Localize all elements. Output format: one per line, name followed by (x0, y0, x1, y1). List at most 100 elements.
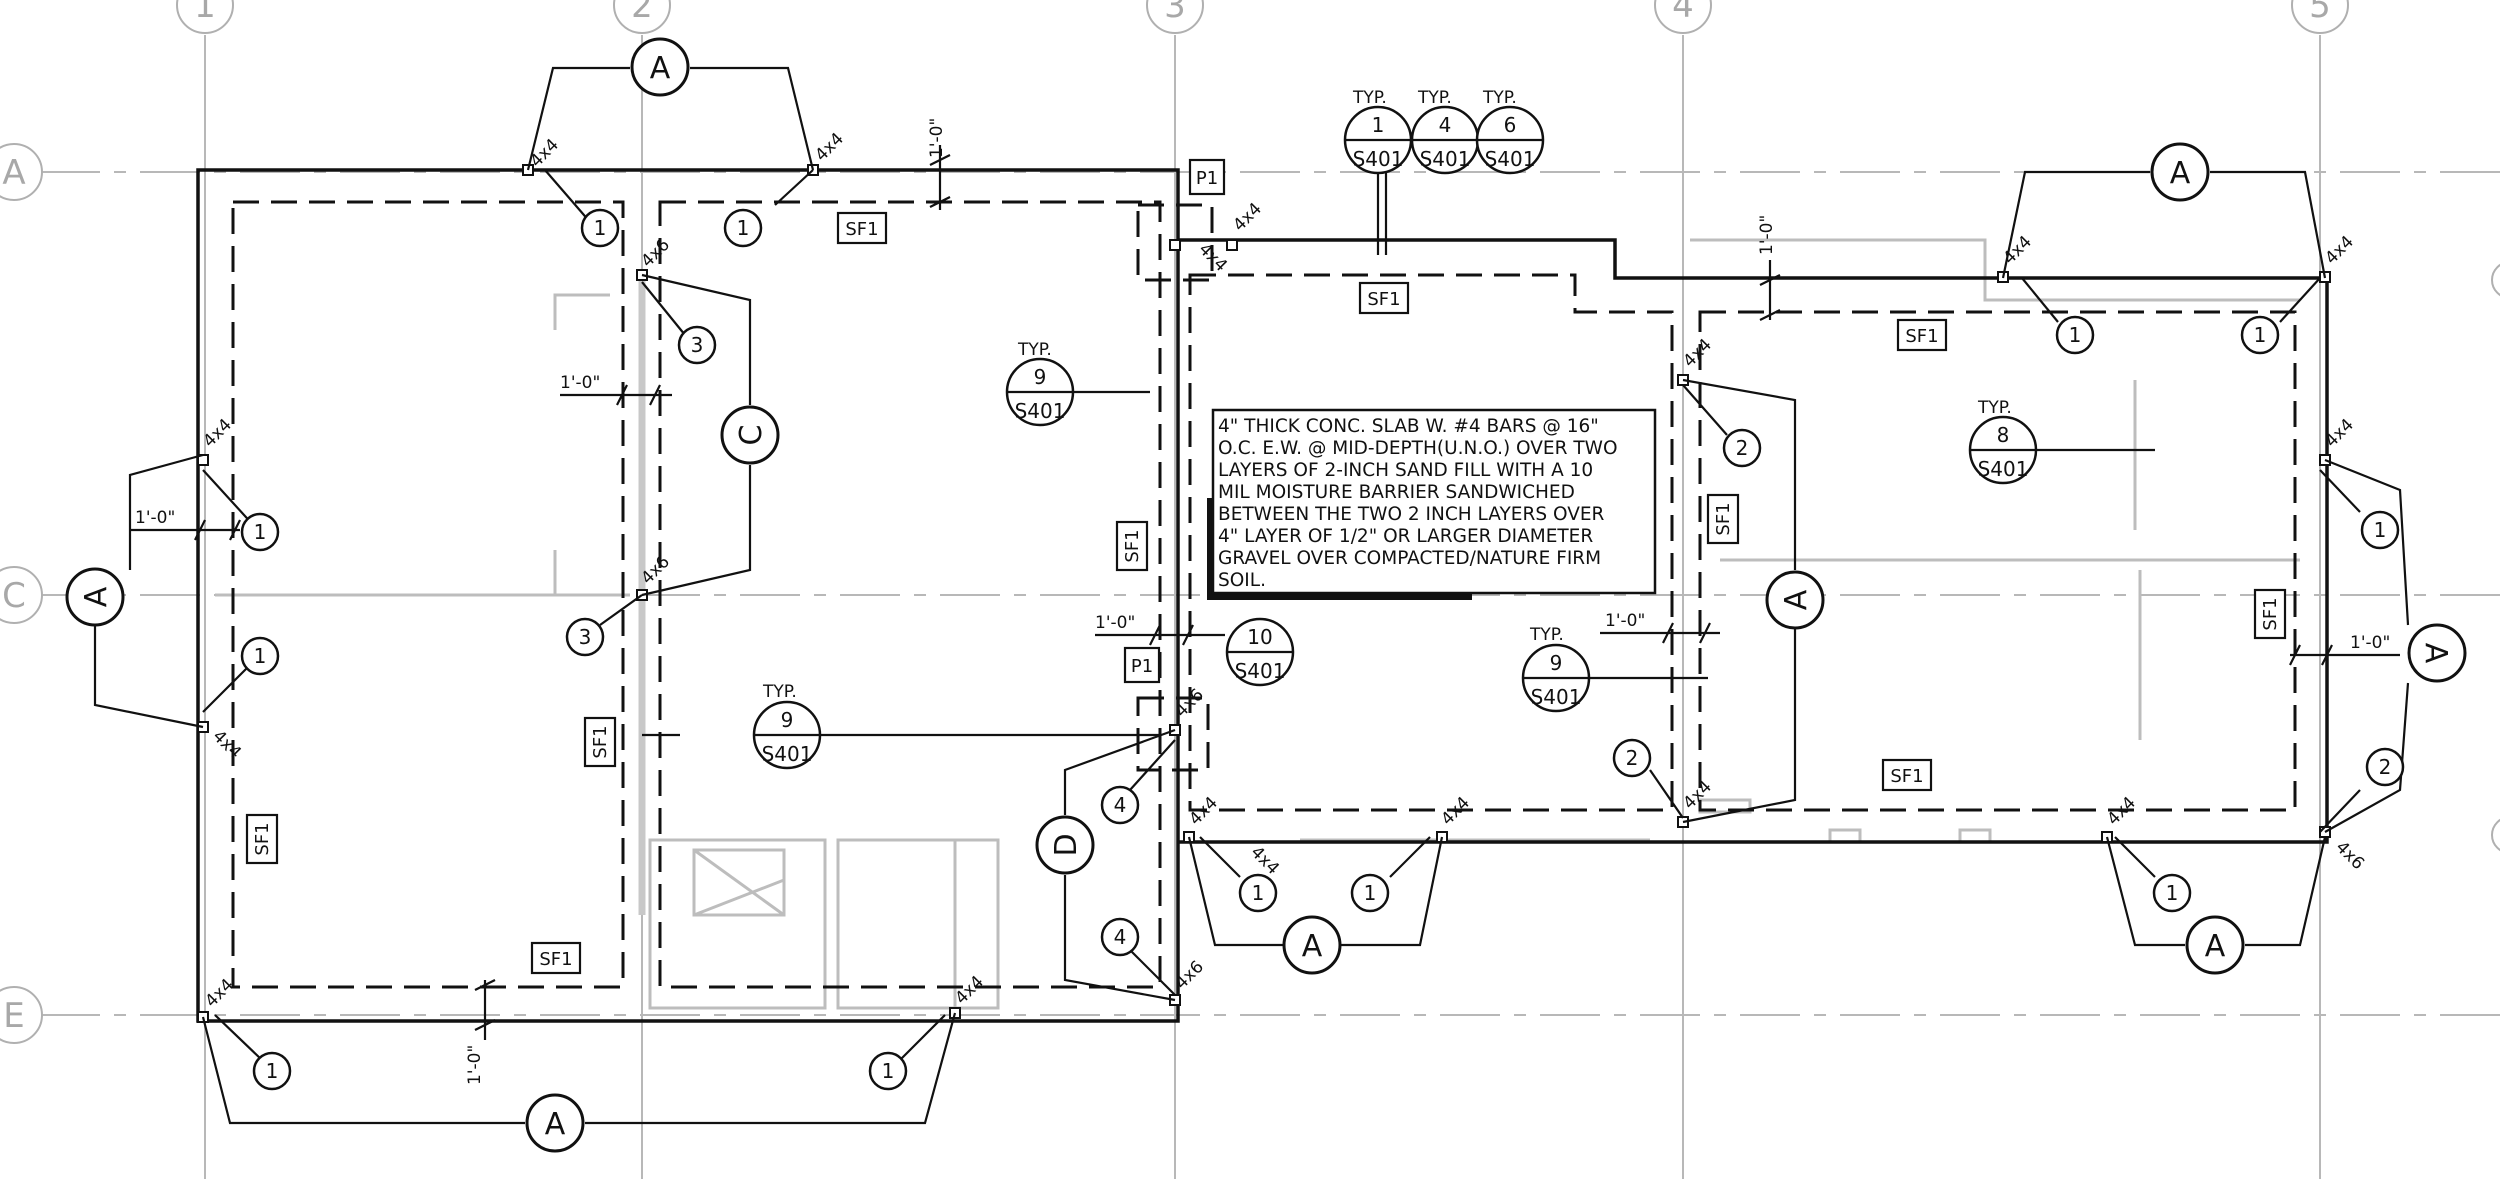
grid-bubble-right-partial (2491, 263, 2500, 852)
svg-text:4x4: 4x4 (2321, 232, 2358, 269)
grid-bubble-col-4: 4 (1654, 0, 1712, 34)
svg-text:SF1: SF1 (590, 725, 611, 758)
grid-bubble-row-a: A (0, 143, 43, 201)
detail-callout: 1 (2360, 510, 2400, 550)
svg-text:3: 3 (579, 625, 592, 649)
svg-text:1: 1 (882, 1059, 895, 1083)
svg-text:TYP.: TYP. (1977, 398, 2012, 418)
svg-text:S401: S401 (1235, 659, 1286, 683)
footing-lines (231, 200, 2297, 989)
svg-text:A: A (2205, 929, 2226, 964)
svg-text:BETWEEN THE TWO 2 INCH LAYERS: BETWEEN THE TWO 2 INCH LAYERS OVER (1218, 504, 1605, 525)
pier-tags: P1 P1 (1123, 158, 1226, 684)
svg-text:SF1: SF1 (252, 822, 273, 855)
svg-text:1: 1 (594, 216, 607, 240)
svg-text:4x6: 4x6 (2331, 837, 2368, 874)
leader-lines (93, 66, 2410, 1125)
svg-text:4x4: 4x4 (811, 129, 848, 166)
sf1-tag: SF1 (1115, 520, 1149, 572)
sf1-tag: SF1 (1881, 758, 1933, 792)
section-markers: A A A A A A A A C D (65, 37, 2467, 1153)
sf1-tag: SF1 (530, 941, 582, 975)
grid-bubble-row-e: E (0, 986, 43, 1044)
svg-text:SF1: SF1 (539, 949, 572, 970)
svg-text:1'-0": 1'-0" (135, 508, 175, 528)
detail-callout: 1 (1350, 873, 1390, 913)
svg-text:S401: S401 (1531, 685, 1582, 709)
section-marker: A (1765, 570, 1825, 630)
svg-text:S401: S401 (1420, 147, 1471, 171)
svg-text:S401: S401 (1485, 147, 1536, 171)
svg-text:SF1: SF1 (1367, 289, 1400, 310)
svg-text:A: A (2, 153, 25, 193)
detail-reference-top: TYP. 1 S401 TYP. 4 S401 TYP. 6 S401 (1343, 88, 1545, 175)
svg-text:9: 9 (1550, 651, 1563, 675)
grid-lines (40, 35, 2500, 1179)
svg-text:1: 1 (2069, 323, 2082, 347)
detail-reference-9-left: TYP. 9 S401 (1005, 340, 1075, 427)
detail-callout: 2 (2365, 747, 2405, 787)
svg-text:D: D (1049, 833, 1084, 856)
svg-text:MIL MOISTURE BARRIER SANDWICHE: MIL MOISTURE BARRIER SANDWICHED (1218, 482, 1575, 503)
svg-text:SOIL.: SOIL. (1218, 570, 1266, 591)
section-marker: A (65, 567, 125, 627)
svg-text:4x4: 4x4 (1194, 239, 1231, 276)
svg-text:4x4: 4x4 (1246, 842, 1283, 879)
svg-text:A: A (2170, 156, 2191, 191)
svg-text:1: 1 (194, 0, 216, 26)
svg-text:SF1: SF1 (1122, 529, 1143, 562)
svg-text:P1: P1 (1196, 168, 1218, 189)
grid-bubble-col-3: 3 (1146, 0, 1204, 34)
section-marker: A (1282, 915, 1342, 975)
section-marker: A (2185, 915, 2245, 975)
svg-text:1: 1 (2254, 323, 2267, 347)
slab-note: 4" THICK CONC. SLAB W. #4 BARS @ 16" O.C… (1211, 408, 1657, 595)
svg-text:4: 4 (1672, 0, 1694, 26)
svg-text:S401: S401 (1978, 457, 2029, 481)
grid-bubble-row-c: C (0, 566, 43, 624)
building-outline (196, 168, 2329, 1023)
svg-text:GRAVEL OVER COMPACTED/NATURE F: GRAVEL OVER COMPACTED/NATURE FIRM (1218, 548, 1601, 569)
detail-callout: 2 (1722, 428, 1762, 468)
svg-text:1: 1 (1364, 881, 1377, 905)
detail-reference-9-lower-left: TYP. 9 S401 (752, 682, 822, 770)
svg-text:1: 1 (1372, 113, 1385, 137)
detail-callout: 4 (1100, 917, 1140, 957)
section-marker: C (720, 405, 780, 465)
svg-text:A: A (1302, 929, 1323, 964)
svg-text:1: 1 (2374, 518, 2387, 542)
svg-text:A: A (650, 51, 671, 86)
svg-text:4: 4 (1439, 113, 1452, 137)
svg-text:S401: S401 (762, 742, 813, 766)
detail-callout: 3 (565, 617, 605, 657)
svg-text:1'-0": 1'-0" (560, 373, 600, 393)
svg-text:A: A (1779, 589, 1814, 610)
dimension-ticks (130, 145, 2400, 1040)
detail-callout: 4 (1100, 785, 1140, 825)
svg-text:1: 1 (254, 520, 267, 544)
svg-text:4x4: 4x4 (208, 726, 245, 763)
svg-text:4x4: 4x4 (2103, 793, 2140, 830)
svg-text:1'-0": 1'-0" (1095, 613, 1135, 633)
detail-callout: 1 (580, 208, 620, 248)
svg-text:P1: P1 (1131, 656, 1153, 677)
svg-text:TYP.: TYP. (1529, 625, 1564, 645)
svg-text:4x4: 4x4 (1679, 335, 1716, 372)
section-marker: A (630, 37, 690, 97)
grid-bubble-col-2: 2 (613, 0, 671, 34)
svg-text:2: 2 (2379, 755, 2392, 779)
detail-callout: 1 (240, 512, 280, 552)
sf1-tag: SF1 (1896, 318, 1948, 352)
svg-text:1'-0": 1'-0" (1757, 215, 1777, 255)
svg-text:TYP.: TYP. (1482, 88, 1517, 108)
svg-text:2: 2 (1736, 436, 1749, 460)
svg-text:9: 9 (781, 708, 794, 732)
svg-text:1'-0": 1'-0" (927, 118, 947, 158)
detail-reference-9-center: TYP. 9 S401 (1521, 625, 1591, 713)
p1-tag: P1 (1188, 158, 1226, 196)
svg-text:1'-0": 1'-0" (1605, 611, 1645, 631)
svg-text:2: 2 (631, 0, 653, 26)
footing-tags: SF1 SF1 SF1 SF1 SF1 SF1 SF1 SF1 SF1 SF1 (245, 211, 2287, 975)
sf1-tag: SF1 (1358, 281, 1410, 315)
